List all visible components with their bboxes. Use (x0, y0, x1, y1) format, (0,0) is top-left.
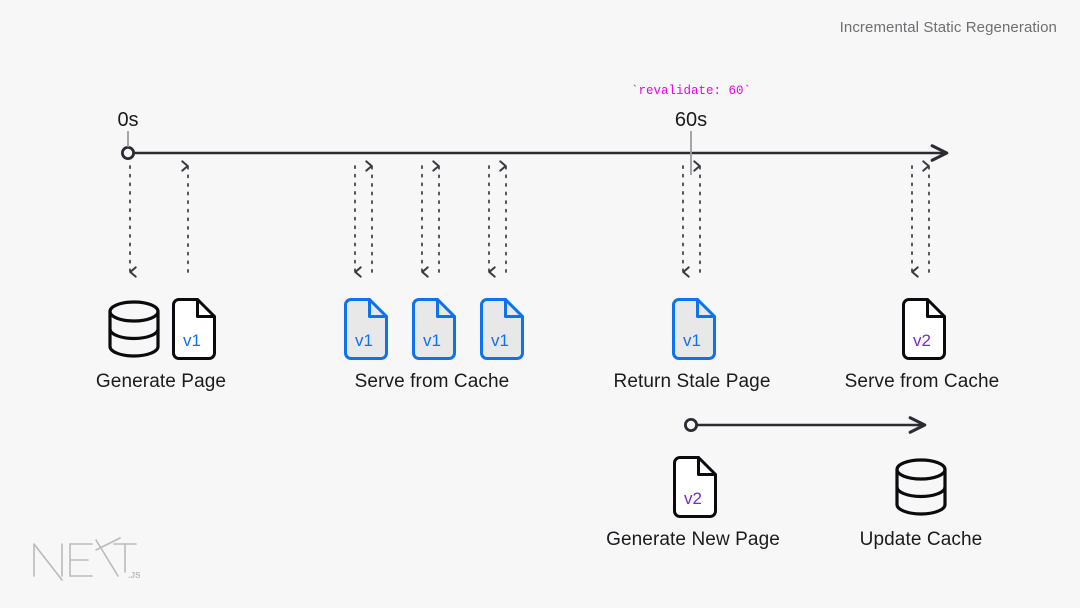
page-title: Incremental Static Regeneration (839, 19, 1057, 36)
icon-row: v1 (54, 288, 268, 360)
page-icon-v1: v1 (168, 298, 216, 360)
page-icon-v1: v1 (340, 298, 388, 360)
page-icon-v1: v1 (668, 298, 716, 360)
group-return-stale-page: v1 Return Stale Page (585, 288, 799, 393)
group-caption: Return Stale Page (613, 371, 771, 392)
page-icon-v1: v1 (476, 298, 524, 360)
timeline-start-marker (121, 145, 136, 160)
group-caption: Serve from Cache (844, 371, 1000, 392)
regeneration-start-marker (684, 417, 699, 432)
group-generate-page: v1 Generate Page (54, 288, 268, 393)
timeline-tick-label-60s: 60s (674, 109, 708, 131)
group-caption: Generate Page (95, 371, 227, 392)
group-caption: Serve from Cache (354, 371, 510, 392)
page-icon-v1: v1 (408, 298, 456, 360)
database-icon (893, 456, 949, 518)
icon-row: v2 (590, 446, 796, 518)
group-caption: Generate New Page (606, 529, 780, 550)
group-generate-new-page: v2 Generate New Page (590, 446, 796, 551)
page-icon-v2: v2 (898, 298, 946, 360)
logo-suffix: .JS (128, 570, 140, 580)
group-serve-from-cache-2: v2 Serve from Cache (815, 288, 1029, 393)
group-caption: Update Cache (859, 529, 983, 550)
icon-row: v2 (815, 288, 1029, 360)
revalidate-annotation: `revalidate: 60` (630, 84, 752, 98)
icon-row (816, 446, 1026, 518)
page-icon-v2: v2 (669, 456, 717, 518)
main-timeline-axis (121, 131, 949, 175)
regeneration-timeline-axis (684, 416, 927, 434)
icon-row: v1 v1 v1 (325, 288, 539, 360)
group-update-cache: Update Cache (816, 446, 1026, 551)
icon-row: v1 (585, 288, 799, 360)
timeline-tick-label-0s: 0s (117, 109, 139, 131)
nextjs-logo: .JS (28, 534, 140, 586)
database-icon (106, 298, 162, 360)
group-serve-from-cache-1: v1 v1 v1 Serve from Cache (325, 288, 539, 393)
